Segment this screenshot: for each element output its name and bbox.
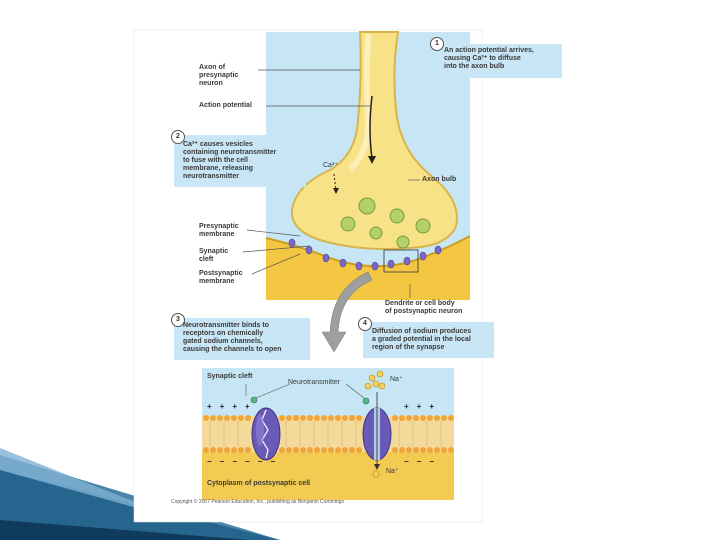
receptor-channel bbox=[372, 262, 378, 270]
neurotransmitter-molecule bbox=[363, 398, 369, 404]
receptor-channel bbox=[388, 260, 394, 268]
sodium-channel-closed bbox=[252, 408, 280, 460]
sodium-top-label: Na⁺ bbox=[390, 376, 403, 384]
step-1-badge: 1 bbox=[430, 37, 444, 51]
sodium-bottom-label: Na⁺ bbox=[386, 468, 399, 476]
step-1-text: An action potential arrives,causing Ca²⁺… bbox=[444, 47, 534, 71]
receptor-channel bbox=[340, 259, 346, 267]
vesicle-fusing bbox=[397, 236, 409, 248]
neurotransmitter-label: Neurotransmitter bbox=[288, 379, 340, 387]
copyright-text: Copyright © 2007 Pearson Education, Inc.… bbox=[171, 499, 344, 505]
receptor-channel bbox=[435, 246, 441, 254]
charges-inside: −−−−−− bbox=[207, 458, 283, 466]
vesicle bbox=[370, 227, 382, 239]
sodium-ion-inside bbox=[373, 471, 379, 477]
step-4-badge: 4 bbox=[358, 317, 372, 331]
receptor-channel bbox=[323, 254, 329, 262]
receptor-channel bbox=[289, 239, 295, 247]
receptor-channel bbox=[420, 252, 426, 260]
receptor-channel bbox=[356, 262, 362, 270]
vesicle bbox=[359, 198, 375, 214]
synaptic-cleft-lower-label: Synaptic cleft bbox=[207, 373, 253, 381]
calcium-label: Ca²⁺ bbox=[323, 162, 338, 170]
receptor-channel bbox=[404, 257, 410, 265]
action-potential-label: Action potential bbox=[199, 102, 252, 110]
vesicle bbox=[341, 217, 355, 231]
charges-outside: ++++ bbox=[207, 403, 258, 411]
cytoplasm-label: Cytoplasm of postsynaptic cell bbox=[207, 480, 310, 488]
charges-inside-right: −−− bbox=[404, 458, 442, 466]
axon-bulb-label: Axon bulb bbox=[422, 176, 456, 184]
receptor-channel bbox=[306, 246, 312, 254]
vesicle bbox=[390, 209, 404, 223]
vesicle bbox=[416, 219, 430, 233]
charges-outside-right: +++ bbox=[404, 403, 442, 411]
